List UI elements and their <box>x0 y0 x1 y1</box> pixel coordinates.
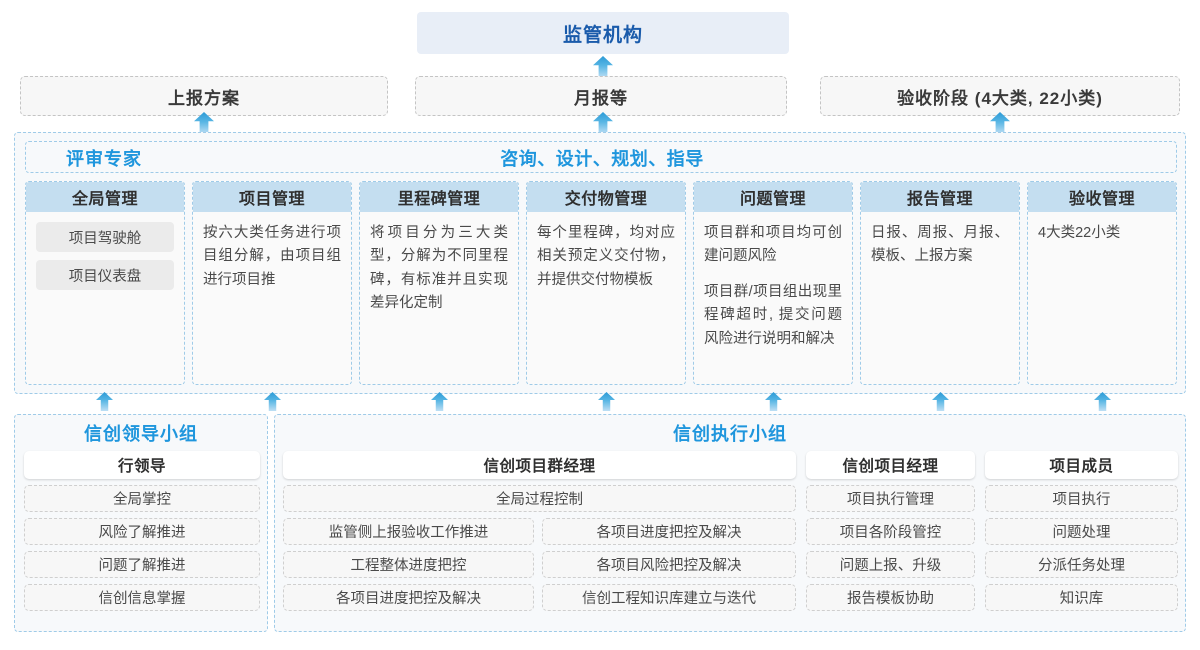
column-body: 项目群和项目均可创建问题风险 项目群/项目组出现里程碑超时, 提交问题风险进行说… <box>694 212 852 351</box>
task-item[interactable]: 报告模板协助 <box>806 584 975 611</box>
column-body: 每个里程碑，均对应相关预定义交付物，并提供交付物模板 <box>527 212 685 292</box>
task-item[interactable]: 问题了解推进 <box>24 551 260 578</box>
task-item[interactable]: 分派任务处理 <box>985 551 1178 578</box>
task-item[interactable]: 知识库 <box>985 584 1178 611</box>
column-title: 交付物管理 <box>527 182 685 212</box>
group-leading-title: 信创领导小组 <box>84 424 198 444</box>
task-item[interactable]: 监管侧上报验收工作推进 <box>283 518 534 545</box>
column-description: 将项目分为三大类型，分解为不同里程碑，有标准并且实现差异化定制 <box>370 225 508 312</box>
task-item[interactable]: 信创信息掌握 <box>24 584 260 611</box>
column-issue-management[interactable]: 问题管理 项目群和项目均可创建问题风险 项目群/项目组出现里程碑超时, 提交问题… <box>693 181 853 385</box>
arrow-up-icon <box>431 392 448 411</box>
bottom-groups: 信创领导小组 行领导 全局掌控 风险了解推进 问题了解推进 信创信息掌握 信创执… <box>0 414 1200 638</box>
task-item[interactable]: 全局过程控制 <box>283 485 796 512</box>
task-item[interactable]: 各项目风险把控及解决 <box>542 551 796 578</box>
task-item[interactable]: 项目执行管理 <box>806 485 975 512</box>
column-title: 里程碑管理 <box>360 182 518 212</box>
role-project-member[interactable]: 项目成员 <box>985 451 1178 479</box>
column-body: 4大类22小类 <box>1028 212 1176 245</box>
group-exec: 信创执行小组 信创项目群经理 全局过程控制 监管侧上报验收工作推进 工程整体进度… <box>274 414 1186 632</box>
report-box-monthly: 月报等 <box>415 76 787 116</box>
group-exec-title: 信创执行小组 <box>673 424 787 444</box>
report-row: 上报方案 月报等 验收阶段 (4大类, 22小类) <box>0 76 1200 116</box>
column-description: 日报、周报、月报、模板、上报方案 <box>871 225 1009 265</box>
column-title: 项目管理 <box>193 182 351 212</box>
column-description: 每个里程碑，均对应相关预定义交付物，并提供交付物模板 <box>537 225 675 288</box>
column-title: 验收管理 <box>1028 182 1176 212</box>
task-item[interactable]: 项目执行 <box>985 485 1178 512</box>
column-report-management[interactable]: 报告管理 日报、周报、月报、模板、上报方案 <box>860 181 1020 385</box>
task-item[interactable]: 各项目进度把控及解决 <box>542 518 796 545</box>
column-description: 项目群和项目均可创建问题风险 <box>704 225 842 265</box>
chip-item[interactable]: 项目驾驶舱 <box>36 222 174 252</box>
column-title: 问题管理 <box>694 182 852 212</box>
consulting-header: 咨询、设计、规划、指导 评审专家 <box>25 141 1177 173</box>
task-item[interactable]: 各项目进度把控及解决 <box>283 584 534 611</box>
management-columns: 全局管理 项目驾驶舱 项目仪表盘 项目管理 按六大类任务进行项目组分解，由项目组… <box>25 181 1177 385</box>
column-body: 按六大类任务进行项目组分解，由项目组进行项目推 <box>193 212 351 292</box>
report-box-acceptance: 验收阶段 (4大类, 22小类) <box>820 76 1180 116</box>
arrow-up-icon <box>765 392 782 411</box>
column-body: 将项目分为三大类型，分解为不同里程碑，有标准并且实现差异化定制 <box>360 212 518 316</box>
column-milestone-management[interactable]: 里程碑管理 将项目分为三大类型，分解为不同里程碑，有标准并且实现差异化定制 <box>359 181 519 385</box>
chip-item[interactable]: 项目仪表盘 <box>36 260 174 290</box>
role-bank-leader[interactable]: 行领导 <box>24 451 260 479</box>
column-deliverable-management[interactable]: 交付物管理 每个里程碑，均对应相关预定义交付物，并提供交付物模板 <box>526 181 686 385</box>
group-leading: 信创领导小组 行领导 全局掌控 风险了解推进 问题了解推进 信创信息掌握 <box>14 414 268 632</box>
column-project-management[interactable]: 项目管理 按六大类任务进行项目组分解，由项目组进行项目推 <box>192 181 352 385</box>
arrow-up-icon <box>598 392 615 411</box>
column-body: 日报、周报、月报、模板、上报方案 <box>861 212 1019 269</box>
column-title: 报告管理 <box>861 182 1019 212</box>
column-description: 4大类22小类 <box>1038 225 1121 241</box>
consulting-band: 咨询、设计、规划、指导 评审专家 全局管理 项目驾驶舱 项目仪表盘 项目管理 按… <box>14 132 1186 394</box>
regulator-box: 监管机构 <box>417 12 789 54</box>
column-acceptance-management[interactable]: 验收管理 4大类22小类 <box>1027 181 1177 385</box>
arrow-up-icon <box>264 392 281 411</box>
arrow-up-icon <box>932 392 949 411</box>
arrow-up-icon <box>1094 392 1111 411</box>
task-item[interactable]: 问题处理 <box>985 518 1178 545</box>
task-item[interactable]: 工程整体进度把控 <box>283 551 534 578</box>
expert-label: 评审专家 <box>66 149 142 169</box>
task-item[interactable]: 全局掌控 <box>24 485 260 512</box>
role-program-manager[interactable]: 信创项目群经理 <box>283 451 796 479</box>
column-body: 项目驾驶舱 项目仪表盘 <box>26 212 184 290</box>
task-item[interactable]: 风险了解推进 <box>24 518 260 545</box>
arrow-up-icon <box>593 56 613 78</box>
column-global-management[interactable]: 全局管理 项目驾驶舱 项目仪表盘 <box>25 181 185 385</box>
task-item[interactable]: 信创工程知识库建立与迭代 <box>542 584 796 611</box>
consulting-label: 咨询、设计、规划、指导 <box>500 149 704 169</box>
arrow-up-icon <box>96 392 113 411</box>
column-title: 全局管理 <box>26 182 184 212</box>
task-item[interactable]: 问题上报、升级 <box>806 551 975 578</box>
role-project-manager[interactable]: 信创项目经理 <box>806 451 975 479</box>
column-description: 按六大类任务进行项目组分解，由项目组进行项目推 <box>203 225 341 288</box>
task-item[interactable]: 项目各阶段管控 <box>806 518 975 545</box>
column-description-2: 项目群/项目组出现里程碑超时, 提交问题风险进行说明和解决 <box>704 283 842 347</box>
report-box-plan: 上报方案 <box>20 76 388 116</box>
